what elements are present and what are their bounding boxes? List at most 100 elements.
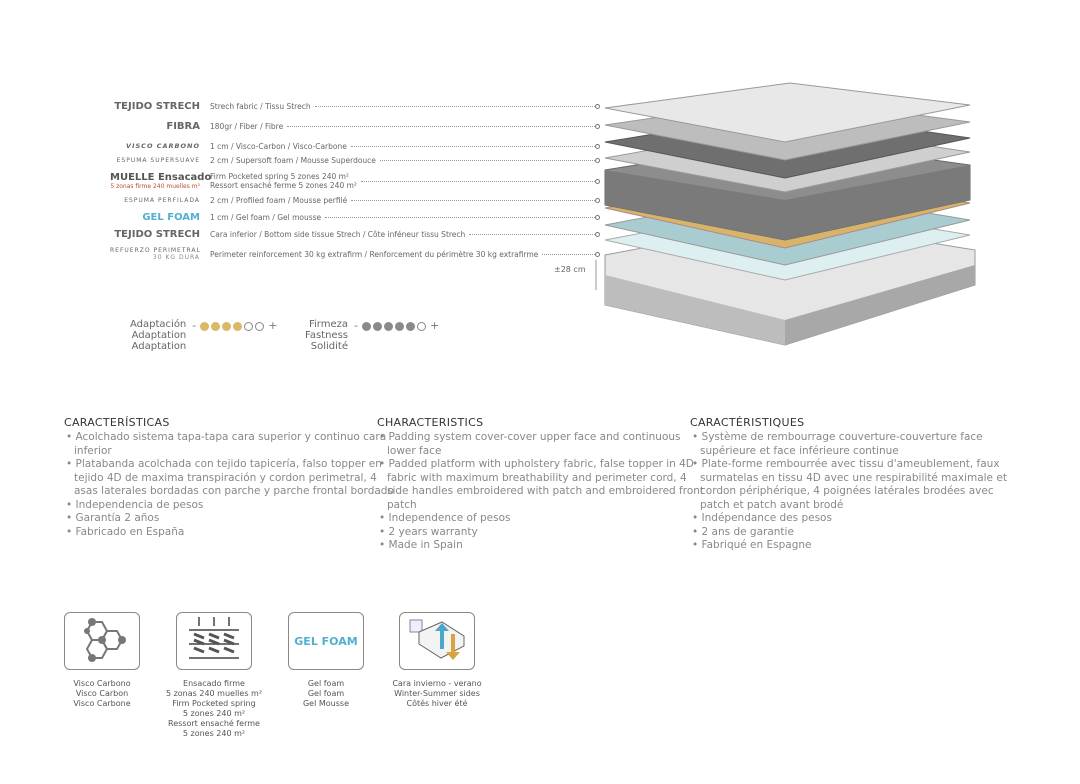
feature-item: Padded platform with upholstery fabric, … <box>377 458 707 512</box>
feature-item: Independence of pesos <box>377 512 707 526</box>
layer-logo-subtext: 30 KG DURA <box>152 254 200 261</box>
feature-caption-line: Visco Carbon <box>75 689 129 698</box>
layer-logo: TEJIDO STRECH <box>110 229 210 240</box>
minus-sign: - <box>354 319 358 332</box>
layer-description: Strech fabric / Tissu Strech <box>210 102 315 111</box>
rating-dots: -+ <box>192 319 277 332</box>
layer-logo-text: ESPUMA SUPERSUAVE <box>116 156 200 164</box>
rating-label: Adaptation <box>131 330 187 341</box>
rating-label: Fastness <box>305 330 349 341</box>
rating-label: Adaptación <box>130 319 187 330</box>
column-title: CARACTÉRISTIQUES <box>690 416 805 429</box>
rating-label: Adaptation <box>131 341 187 352</box>
feature-item: Acolchado sistema tapa-tapa cara superio… <box>64 431 394 458</box>
feature-caption-line: Cara invierno - verano <box>392 679 482 688</box>
layer-description-text: Strech fabric / Tissu Strech <box>210 101 311 111</box>
leader-endpoint <box>595 103 600 109</box>
layer-description: 2 cm / Supersoft foam / Mousse Superdouc… <box>210 156 380 165</box>
leader-line <box>314 106 595 107</box>
feature-caption-line: Winter-Summer sides <box>394 689 480 698</box>
feature-caption-line: Ensacado firme <box>183 679 245 688</box>
feature-caption-line: Ressort ensaché ferme <box>168 719 260 728</box>
rating-dot-filled <box>362 321 371 331</box>
visco-carbon-icon <box>72 614 132 668</box>
pocket-spring-icon <box>184 614 244 668</box>
layer-logo-text: REFUERZO PERIMETRAL <box>110 247 201 254</box>
rating-dot-empty <box>255 321 265 331</box>
leader-line <box>379 160 595 161</box>
leader-line <box>469 234 595 235</box>
winter-summer-feature-box <box>399 612 475 670</box>
leader-endpoint <box>595 143 600 149</box>
layer-description-text: 1 cm / Visco-Carbon / Visco-Carbone <box>210 141 347 151</box>
layer-logo: ESPUMA SUPERSUAVE <box>110 157 210 164</box>
layer-logo: TEJIDO STRECH <box>110 101 210 112</box>
plus-sign: + <box>430 319 440 332</box>
feature-caption-line: Firm Pocketed spring <box>172 699 256 708</box>
plus-sign: + <box>268 319 278 332</box>
rating-dot-empty <box>244 321 254 331</box>
layer-logo: GEL FOAM <box>110 212 210 223</box>
feature-item: Platabanda acolchada con tejido tapicerí… <box>64 458 394 499</box>
layer-description-text: Perimeter reinforcement 30 kg extrafirm … <box>210 249 539 259</box>
layer-description-text: Ressort ensaché ferme 5 zones 240 m² <box>210 181 357 190</box>
rating-dot-filled <box>395 321 404 331</box>
layer-logo-text: ESPUMA PERFILADA <box>124 196 200 204</box>
rating-dot-filled <box>406 321 415 331</box>
gel-foam-feature-box: GEL FOAM <box>288 612 364 670</box>
layer-row: VISCO CARBONO 1 cm / Visco-Carbon / Visco… <box>110 137 600 155</box>
column-title: CHARACTERISTICS <box>377 416 484 429</box>
feature-item: Système de rembourrage couverture-couver… <box>690 431 1020 458</box>
feature-item: Padding system cover-cover upper face an… <box>377 431 707 458</box>
layer-logo-text: TEJIDO STRECH <box>114 100 200 112</box>
leader-endpoint <box>595 178 600 184</box>
feature-item: Indépendance des pesos <box>690 512 1020 526</box>
leader-endpoint <box>595 123 600 129</box>
feature-item: 2 years warranty <box>377 526 707 540</box>
feature-caption-line: Gel Mousse <box>302 699 349 708</box>
layer-description-text: Cara inferior / Bottom side tissue Strec… <box>210 229 466 239</box>
layer-logo-text: GEL FOAM <box>142 211 200 223</box>
leader-endpoint <box>595 214 600 220</box>
leader-endpoint <box>595 231 600 237</box>
rating-dot-filled <box>222 321 232 331</box>
layer-description: 180gr / Fiber / Fibre <box>210 122 287 131</box>
mattress-illustration <box>595 82 976 346</box>
visco-carbon-feature-box <box>64 612 140 670</box>
winter-summer-icon <box>407 614 467 668</box>
feature-item: Independencia de pesos <box>64 499 394 513</box>
rating-dot-empty <box>417 321 426 331</box>
feature-list: Système de rembourrage couverture-couver… <box>690 431 1020 553</box>
layer-logo: ESPUMA PERFILADA <box>110 197 210 204</box>
layer-logo: VISCO CARBONO <box>110 142 210 150</box>
layer-logo: FIBRA <box>110 121 210 132</box>
feature-list: Padding system cover-cover upper face an… <box>377 431 707 553</box>
rating-dot-filled <box>211 321 221 331</box>
feature-item: Garantía 2 años <box>64 512 394 526</box>
layer-logo-text: TEJIDO STRECH <box>114 228 200 240</box>
feature-list: Acolchado sistema tapa-tapa cara superio… <box>64 431 394 539</box>
layer-row: TEJIDO STRECH Strech fabric / Tissu Strec… <box>110 97 600 115</box>
minus-sign: - <box>192 319 197 332</box>
feature-caption-line: Visco Carbone <box>73 699 131 708</box>
leader-endpoint <box>595 251 600 257</box>
characteristics-column: CARACTÉRISTIQUES Système de rembourrage c… <box>690 416 1020 553</box>
layer-description: 1 cm / Gel foam / Gel mousse <box>210 213 325 222</box>
feature-item: Made in Spain <box>377 539 707 553</box>
feature-item: Fabricado en España <box>64 526 394 540</box>
height-label: ±28 cm <box>554 265 586 274</box>
layer-description-text: 2 cm / Supersoft foam / Mousse Superdouc… <box>210 155 376 165</box>
column-title: CARACTERÍSTICAS <box>64 416 170 429</box>
layer-logo-text: VISCO CARBONO <box>126 142 200 150</box>
feature-item: Fabriqué en Espagne <box>690 539 1020 553</box>
feature-caption-line: Visco Carbono <box>73 679 131 688</box>
